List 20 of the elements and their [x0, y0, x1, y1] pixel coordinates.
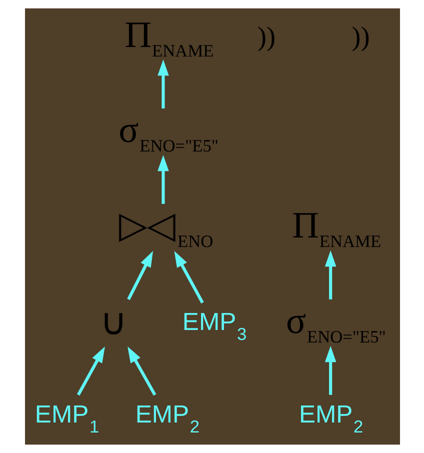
arrow	[324, 250, 336, 300]
node-text: Π$_{ENAME}$	[292, 206, 381, 252]
node-text: ∪	[100, 302, 126, 344]
arrow	[174, 251, 204, 304]
node-text: EMP$_{2}$	[298, 401, 363, 436]
arrow	[324, 346, 336, 395]
node-text: ▷◁$_{ENO}$	[118, 206, 213, 252]
node-text: EMP$_{2}$	[134, 401, 200, 436]
node-text: σ$_{ENO="E5"}$	[118, 110, 218, 156]
node-text: EMP$_{1}$	[34, 401, 99, 436]
arrow	[157, 154, 168, 204]
node-text: Π$_{ENAME}$	[124, 14, 214, 60]
label: ))	[351, 22, 370, 52]
arrow	[126, 250, 153, 300]
node-text: EMP$_{3}$	[182, 309, 246, 344]
arrow	[157, 60, 168, 108]
arrow	[76, 346, 104, 396]
arrow	[127, 346, 156, 396]
label: ))	[256, 22, 276, 52]
node-text: σ$_{ENO="E5"}$	[285, 301, 386, 347]
